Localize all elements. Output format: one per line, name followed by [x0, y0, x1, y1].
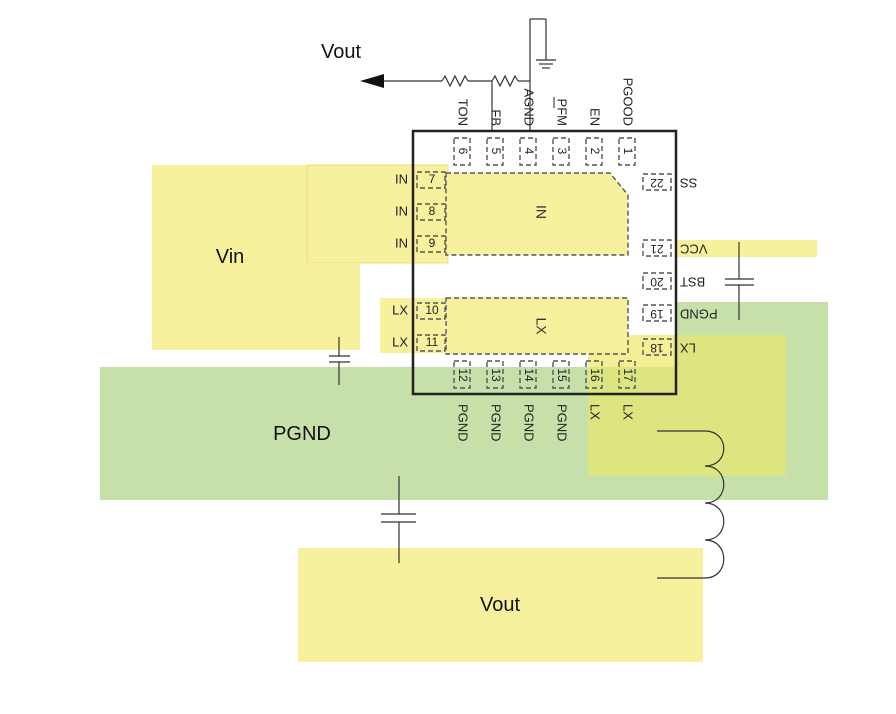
vin-label: Vin	[216, 246, 245, 268]
pad-p13	[486, 360, 504, 389]
vin-plane	[152, 165, 307, 350]
vin-plane-extension	[306, 164, 449, 264]
vin-capacitor-icon	[329, 337, 350, 385]
pin-name: EN	[588, 108, 603, 126]
pin-name: BST	[680, 275, 705, 290]
pin-name: AGND	[522, 88, 537, 126]
pin-number: 16	[588, 368, 602, 382]
pin-number: 10	[425, 303, 439, 317]
pin-name: IN	[395, 235, 408, 250]
pad-p3	[552, 137, 570, 166]
vout-label: Vout	[480, 594, 520, 616]
pin-number: 19	[650, 307, 664, 321]
pad-p9	[416, 235, 446, 253]
ic-package-outline	[411, 129, 678, 396]
pin-number: 13	[489, 368, 503, 382]
pin-name: PGND	[456, 404, 471, 442]
pad-p19	[642, 304, 672, 322]
pin-number: 12	[456, 368, 470, 382]
vout-capacitor-icon	[381, 476, 416, 563]
pin-number: 9	[429, 236, 436, 250]
pad-p12	[453, 360, 471, 389]
pad-p11	[416, 334, 446, 352]
pad-p14	[519, 360, 537, 389]
pin-number: 11	[426, 335, 439, 349]
pin-number: 1	[621, 148, 635, 155]
pin-number: 6	[456, 148, 470, 155]
pin-number: 2	[588, 148, 602, 155]
pad-p10	[416, 302, 446, 320]
pin-name: LX	[392, 334, 408, 349]
pgnd-label: PGND	[273, 423, 331, 445]
exposed-pad-lx-outline	[445, 297, 629, 355]
pin-number: 21	[650, 242, 664, 256]
pad-p8	[416, 203, 446, 221]
pad-p1	[618, 137, 636, 166]
pin-name: SS	[680, 176, 698, 191]
pin-number: 20	[650, 275, 664, 289]
pin-name: FB	[489, 109, 504, 126]
pin-number: 17	[621, 368, 635, 382]
pad-p21	[642, 239, 672, 257]
ground-icon	[536, 59, 556, 69]
feedback-network	[360, 18, 556, 130]
vin-plane-stub	[307, 263, 360, 350]
pin-name: VCC	[680, 242, 707, 257]
exposed-pad-in-label: IN	[533, 205, 549, 219]
pad-p17	[618, 360, 636, 389]
pin-name: IN	[395, 203, 408, 218]
resistor-bottom-icon	[491, 74, 519, 88]
pin-number: 3	[555, 148, 569, 155]
pin-number: 14	[522, 368, 536, 382]
pad-p6	[453, 137, 471, 166]
pad-p2	[585, 137, 603, 166]
pad-p20	[642, 272, 672, 290]
pin-name: PGND	[522, 404, 537, 442]
vout-arrow-icon	[360, 74, 384, 88]
pad-p15	[552, 360, 570, 389]
inductor-icon	[657, 430, 725, 579]
pin-name: LX	[588, 404, 603, 420]
pin-name: PGND	[555, 404, 570, 442]
pin-number: 15	[555, 368, 569, 382]
pin-name: LX	[392, 302, 408, 317]
pad-p22	[642, 173, 672, 191]
pin-number: 22	[650, 176, 664, 190]
bst-capacitor-icon	[725, 242, 754, 320]
pin-name: LX	[621, 404, 636, 420]
exposed-pad-lx-fill	[446, 298, 628, 354]
vout-plane	[298, 548, 703, 662]
vcc-trace	[676, 240, 817, 257]
vout-arrow-label: Vout	[321, 41, 361, 63]
pin-number: 8	[429, 204, 436, 218]
pin-number: 5	[489, 148, 503, 155]
pin-number: 18	[650, 341, 664, 355]
pad-p18	[642, 338, 672, 356]
pin-name: IN	[395, 171, 408, 186]
pin-name: PGND	[489, 404, 504, 442]
pin-name: TON	[456, 99, 471, 126]
pin-pads: 1PGOOD2EN3PFM4AGND5FB6TON12PGND13PGND14P…	[392, 78, 717, 442]
pad-p4	[519, 137, 537, 166]
exposed-pad-in-outline	[445, 172, 629, 256]
pad-p5	[486, 137, 504, 166]
resistor-top-icon	[441, 74, 469, 88]
exposed-pad-lx-label: LX	[533, 317, 549, 335]
pin-name: PFM	[555, 99, 570, 126]
pad-p16	[585, 360, 603, 389]
pin-name: LX	[680, 341, 696, 356]
pin-name: PGND	[680, 307, 718, 322]
exposed-pad-in-fill	[446, 173, 628, 255]
pin-number: 4	[522, 148, 536, 155]
pin-number: 7	[429, 172, 436, 186]
pad-p7	[416, 171, 446, 189]
pin-name: PGOOD	[621, 78, 636, 126]
